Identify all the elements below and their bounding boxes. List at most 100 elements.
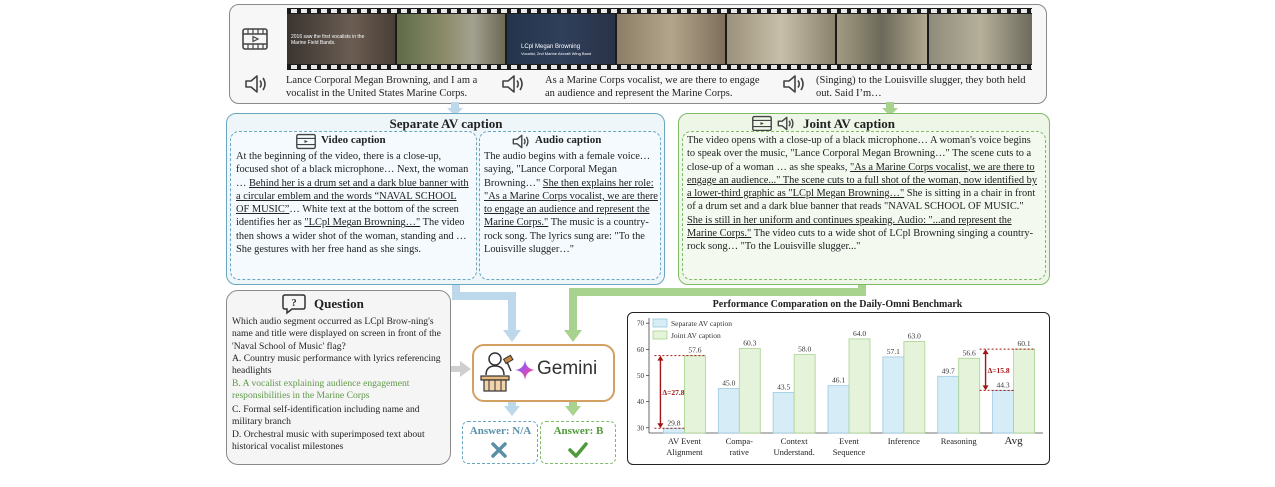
bar-value-label: 58.0 <box>798 345 811 354</box>
delta-arrowhead <box>982 385 989 391</box>
speaker-icon <box>245 75 266 93</box>
svg-text:?: ? <box>291 297 297 309</box>
bar-separate <box>937 375 960 434</box>
video-frame: 2016 saw the first vocalists in the Mari… <box>287 14 395 64</box>
y-tick-label: 60 <box>637 346 645 354</box>
question-text: Which audio segment occurred as LCpl Bro… <box>232 316 441 352</box>
x-tick-label: Reasoning <box>941 436 978 446</box>
video-frame <box>617 14 725 64</box>
x-tick-label: AV Event <box>668 436 702 446</box>
arrow-question-to-gemini <box>450 361 471 377</box>
caption-span: At the beginning of the video, there is … <box>236 151 469 189</box>
chart-title: Performance Comparation on the Daily-Omn… <box>712 299 963 310</box>
x-tick-label: Understand. <box>773 447 814 457</box>
x-tick-label: rative <box>730 447 750 457</box>
option-b: B. A vocalist explaining audience engage… <box>232 378 410 402</box>
bar-separate <box>772 392 795 434</box>
bar-value-label: 43.5 <box>777 382 790 391</box>
arrow-top-to-separate <box>447 102 463 116</box>
video-frame <box>929 14 1032 64</box>
separate-panel-title: Separate AV caption <box>389 116 503 131</box>
bar-value-label: 29.8 <box>667 418 680 427</box>
bar-joint <box>793 354 816 434</box>
x-tick-label: Event <box>839 436 859 446</box>
bar-value-label: 49.7 <box>942 366 955 375</box>
audio-caption-title: Audio caption <box>535 134 602 146</box>
joint-caption-box <box>682 131 1046 280</box>
caption-span: … White text at the bottom of the screen… <box>236 204 459 229</box>
video-caption-title: Video caption <box>321 134 386 146</box>
caption-span: The video cuts to a wide shot of LCpl Br… <box>687 228 1034 253</box>
transcript-segment: As a Marine Corps vocalist, we are there… <box>545 75 760 99</box>
caption-span: She is sitting in a chair in front of a … <box>687 188 1036 213</box>
answer-b-box <box>540 421 616 464</box>
question-title: Question <box>314 296 364 311</box>
cross-icon <box>491 442 507 458</box>
audio-caption-text: The audio begins with a female voice… sa… <box>484 150 658 256</box>
delta-arrowhead <box>657 355 664 361</box>
option-a: A. Country music performance with lyrics… <box>232 353 441 377</box>
x-tick-label: Compa- <box>726 436 754 446</box>
bar-separate <box>717 388 740 434</box>
bar-joint <box>903 341 926 434</box>
transcript-segment: Lance Corporal Megan Browning, and I am … <box>286 75 478 99</box>
answer-b-label: Answer: B <box>553 425 604 437</box>
video-frame <box>397 14 505 64</box>
bar-separate <box>827 385 850 434</box>
caption-span: The video then shows a wider shot of the… <box>236 217 467 256</box>
caption-highlight: She is still in her uniform and continue… <box>687 214 1012 240</box>
joint-panel-title: Joint AV caption <box>803 116 895 131</box>
y-tick-label: 50 <box>637 372 645 380</box>
caption-span: The video opens with a close-up of a bla… <box>687 135 1032 173</box>
film-icon <box>752 115 772 132</box>
audio-caption-box <box>479 131 661 280</box>
x-tick-label: Context <box>781 436 809 446</box>
video-frame <box>837 14 927 64</box>
question-bubble-icon: ? <box>282 294 306 315</box>
x-tick-label: Alignment <box>666 447 703 457</box>
bar-value-label: 57.1 <box>887 347 900 356</box>
caption-span: The audio begins with a female voice… sa… <box>484 151 651 189</box>
caption-highlight: "LCpl Megan Browning…" <box>304 217 421 229</box>
bar-value-label: 64.0 <box>853 329 866 338</box>
y-tick-label: 70 <box>637 320 645 328</box>
legend-swatch <box>652 330 668 340</box>
answer-na-label: Answer: N/A <box>469 425 532 437</box>
bar-joint <box>1013 348 1035 434</box>
caption-highlight: "As a Marine Corps vocalist, we are ther… <box>687 161 1038 200</box>
frame-lower-third: LCpl Megan Browning <box>521 44 581 50</box>
frame-lower-third-sub: Vocalist, 2nd Marine Aircraft Wing Band <box>521 51 592 56</box>
delta-arrowhead <box>657 423 664 429</box>
film-icon <box>296 133 316 150</box>
transcript-segment: (Singing) to the Louisville slugger, the… <box>816 75 1026 99</box>
video-filmstrip: 2016 saw the first vocalists in the Mari… <box>287 8 1032 70</box>
bar-joint <box>848 338 871 434</box>
legend-label: Joint AV caption <box>671 331 721 340</box>
y-tick-label: 30 <box>637 424 645 432</box>
video-frame: LCpl Megan Browning Vocalist, 2nd Marine… <box>507 14 615 64</box>
bar-separate <box>882 356 905 434</box>
option-d: D. Orchestral music with superimposed te… <box>232 429 425 453</box>
y-tick-label: 40 <box>637 398 645 406</box>
arrow-gemini-to-answer-na <box>504 398 520 416</box>
speaker-icon <box>502 75 523 93</box>
caption-highlight: She then explains her role: "As a Marine… <box>484 177 658 229</box>
bar-separate <box>663 427 685 434</box>
bar-joint <box>684 355 706 434</box>
frame-caption: 2016 saw the first vocalists in the Mari… <box>291 34 365 46</box>
bar-value-label: 60.1 <box>1018 339 1031 348</box>
x-tick-label: Sequence <box>833 447 866 457</box>
arrow-gemini-to-answer-b <box>565 398 581 416</box>
joint-caption-text: The video opens with a close-up of a bla… <box>687 134 1041 254</box>
delta-label: Δ=15.8 <box>988 366 1010 375</box>
video-frame <box>727 14 835 64</box>
bar-value-label: 44.3 <box>997 380 1010 389</box>
x-tick-label: Avg <box>1005 435 1024 447</box>
film-icon <box>242 28 268 50</box>
speaker-icon <box>777 116 794 131</box>
bar-value-label: 46.1 <box>832 376 845 385</box>
bar-separate <box>992 389 1014 434</box>
option-c: C. Formal self-identification including … <box>232 404 420 428</box>
caption-highlight: Behind her is a drum set and a dark blue… <box>236 177 469 216</box>
